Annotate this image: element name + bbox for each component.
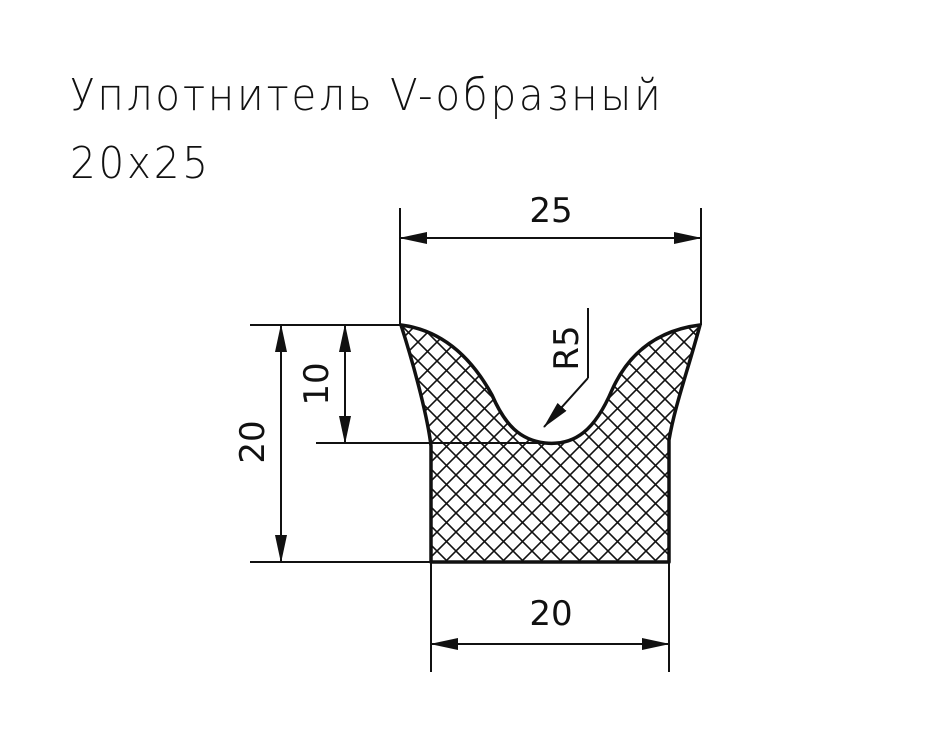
dimension-groove-depth-label: 10 bbox=[297, 362, 337, 405]
title-line-2: 20x25 bbox=[70, 138, 211, 189]
radius-leader-arrow bbox=[543, 377, 589, 428]
drawing-title: Уплотнитель V-образный 20x25 bbox=[70, 62, 664, 198]
title-line-1: Уплотнитель V-образный bbox=[70, 70, 664, 121]
radius-label: R5 bbox=[547, 325, 587, 370]
dimension-total-height-label: 20 bbox=[233, 420, 273, 463]
dimension-bottom-width-label: 20 bbox=[529, 594, 572, 634]
dimension-top-width-label: 25 bbox=[529, 191, 572, 231]
